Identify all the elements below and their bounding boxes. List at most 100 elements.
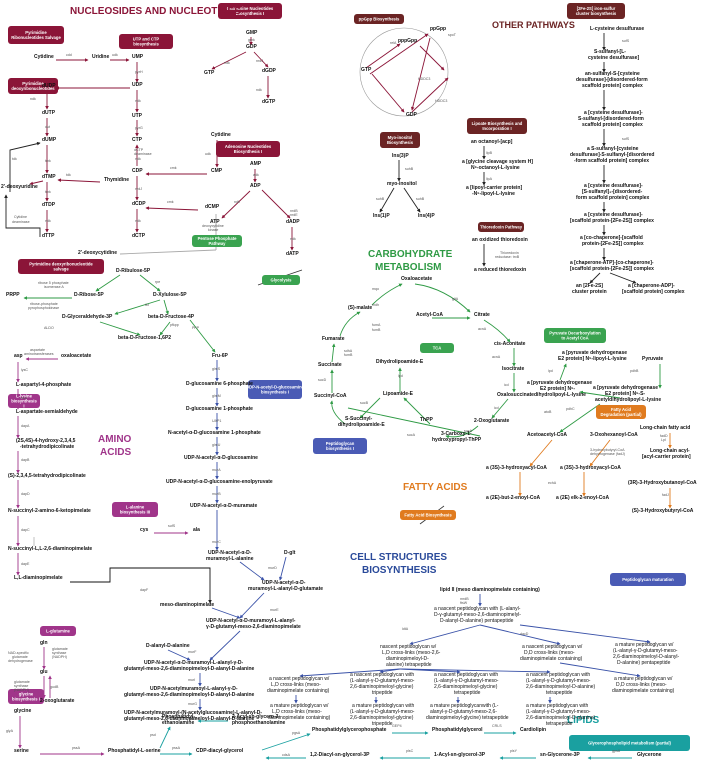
metabolite-label: L,L-diaminopimelate: [14, 575, 63, 581]
pathway-box-label: Pyruvate Decarboxylation: [549, 331, 601, 336]
metabolite-label: Ins(1)P: [373, 213, 390, 219]
pathway-box-b7[interactable]: ppGpp Biosynthesis: [354, 14, 404, 24]
metabolite-label: an oxidized thioredoxin: [472, 237, 528, 243]
enzyme-label: (NADPH): [14, 688, 29, 692]
enzyme-label: suhB: [416, 197, 425, 201]
metabolite-label: UTP: [132, 113, 143, 119]
enzyme-label: GEP4: [392, 724, 402, 728]
pathway-box-label: [2Fe-2S] iron-sulfur: [577, 6, 616, 11]
enzyme-label: tmk: [45, 190, 51, 194]
metabolite-label: tripeptide: [372, 721, 393, 727]
metabolite-label: Succinyl-CoA: [314, 393, 347, 399]
enzyme-label: sufS: [168, 524, 176, 528]
metabolite-label: (S)-3-Hydroxybutyryl-CoA: [632, 508, 694, 514]
metabolite-label: -form scaffold protein] complex: [574, 158, 649, 164]
metabolite-label: dADP: [286, 219, 300, 225]
metabolite-label: lipid II (meso diaminopimelate containin…: [440, 587, 540, 593]
pathway-box-label: cluster biosynthesis: [576, 11, 617, 16]
enzyme-label: icd: [504, 383, 509, 387]
enzyme-label: gmk: [248, 38, 255, 42]
metabolite-label: glutamyl-meso-2,6-diaminopimeloyl-D-alan…: [124, 716, 255, 722]
pathway-box-b21[interactable]: Fatty Acid Biosynthesis: [400, 510, 456, 520]
metabolite-label: Phosphatidyl-: [162, 714, 195, 720]
pathway-box-b25[interactable]: Glycerophospholipid metabolism (partial): [569, 735, 690, 751]
enzyme-label: synthase: [14, 684, 28, 688]
metabolite-label: D,D cross-links (meso-: [524, 650, 575, 656]
metabolite-label: serine: [14, 748, 29, 754]
metabolite-label: dTTP: [42, 233, 55, 239]
metabolite-label: a (2E)-but-2-enoyl-CoA: [486, 495, 541, 501]
enzyme-label: deoxycytidine: [202, 224, 224, 228]
section-title-nuc: NUCLEOSIDES AND NUCLEOTIDES: [70, 6, 241, 17]
enzyme-label: atoB: [544, 410, 552, 414]
metabolite-label: Thymidine: [104, 177, 129, 183]
metabolite-label: pppGpp: [398, 38, 417, 44]
metabolite-label: Fumarate: [322, 336, 345, 342]
metabolite-label: oxaloacetate: [61, 353, 92, 359]
metabolite-label: D-alanyl-D-alanine: [146, 643, 190, 649]
enzyme-label: ndk: [135, 99, 141, 103]
pathway-box-label: deoxyribonucleotides: [11, 86, 55, 91]
pathway-box-b13[interactable]: Glycolysis: [262, 275, 300, 285]
metabolite-label: 2,6-diaminopimeloyl-D-alanine): [526, 684, 596, 690]
enzyme-label: ftsW: [460, 601, 468, 605]
metabolite-label: a mature peptidoglycan with: [526, 703, 588, 709]
metabolite-label: (L-alanyl-γ-D-glutamyl-meso-: [434, 678, 499, 684]
enzyme-label: asd: [21, 396, 27, 400]
pathway-box-label: Lipoate Biosynthesis and: [472, 121, 523, 126]
metabolite-label: UDP-N-acetyl-α-D-glucosamine: [184, 455, 258, 461]
metabolite-label: L,D cross-links (meso-2,6-: [382, 650, 441, 656]
pathway-box-label: biosynthesis: [11, 399, 37, 404]
section-title-fatty: FATTY ACIDS: [403, 482, 468, 493]
enzyme-label: ndk: [234, 200, 240, 204]
pathway-box-b11[interactable]: Thioredoxin Pathway: [478, 222, 524, 232]
metabolite-label: Phosphatidylglycerol: [432, 727, 483, 733]
enzyme-label: lysC: [21, 368, 28, 372]
enzyme-label: aspartate: [30, 348, 45, 352]
metabolite-label: glycine: [14, 708, 31, 714]
metabolite-label: a (3S)-3-hydroxyacyl-CoA: [560, 465, 621, 471]
metabolite-label: 2,6-diaminopimeloyl-glycine): [434, 684, 498, 690]
metabolite-label: Oxalosuccinate: [497, 392, 534, 398]
enzyme-label: murI: [188, 678, 195, 682]
metabolite-label: (L-alanyl-γ-D-glutamyl-meso-: [526, 678, 591, 684]
pathway-box-b14[interactable]: TCA: [420, 343, 454, 353]
pathway-box-b23[interactable]: L-glutamine: [40, 626, 76, 636]
metabolite-label: diaminopimeloyl-glycine) tetrapeptide: [426, 715, 509, 721]
enzyme-label: ndk: [135, 157, 141, 161]
metabolite-label: an octanoyl-[acp]: [471, 139, 513, 145]
pathway-box-b22[interactable]: Peptidoglycan maturation: [610, 573, 686, 586]
metabolite-label: Acetyl-CoA: [416, 312, 443, 318]
metabolite-label: 2,6-diaminopimeloyl-D-alanine): [526, 715, 596, 721]
metabolite-label: D-alanyl-D-alanine) pentapeptide: [440, 618, 514, 624]
metabolite-label: phosphoethanolamine: [232, 720, 286, 726]
metabolite-label: asp: [14, 353, 23, 359]
metabolite-label: a [cysteine desulfurase]-: [584, 183, 643, 189]
metabolite-label: 3-Carboxy-1-: [441, 431, 472, 437]
enzyme-label: psd: [150, 733, 156, 737]
metabolite-label: S-Succinyl-: [345, 416, 373, 422]
metabolite-label: scaffold protein] complex: [582, 122, 643, 128]
pathway-box-label: Peptidoglycan maturation: [622, 577, 674, 582]
enzyme-label: PFP: [192, 326, 200, 330]
metabolite-label: 2'-deoxycytidine: [78, 250, 117, 256]
metabolite-label: UDP-N-acetyl-α-D-muramoyl-L-alanyl-γ-D-: [144, 660, 244, 666]
